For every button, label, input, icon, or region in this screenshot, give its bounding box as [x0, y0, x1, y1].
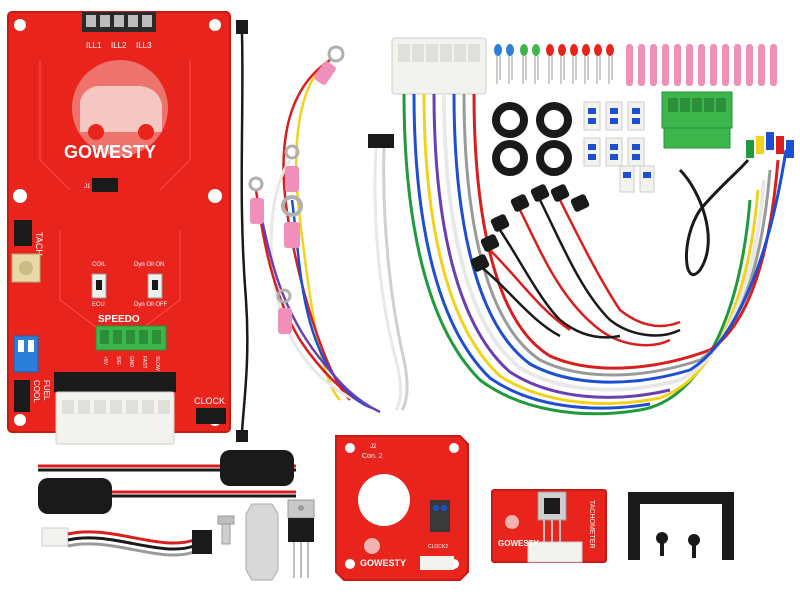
red-led [594, 44, 602, 84]
main-circuit-board: ILL1 ILL2 ILL3 GOWESTY J1 TACH COIL ECU … [7, 11, 231, 445]
blue-led [506, 44, 514, 84]
cool-fuel-connector [14, 380, 30, 412]
blue-jumper-block [13, 335, 39, 373]
speedo-pin-5v: +5V [102, 356, 108, 366]
mounting-hole [13, 189, 27, 203]
ring-terminal-mid [284, 144, 300, 192]
thin-black-jumper-wire [236, 20, 249, 442]
mounting-screw [217, 515, 235, 545]
clock-connector [196, 408, 226, 424]
clock-center-hole [358, 474, 410, 526]
clock-label: CLOCK [194, 396, 225, 406]
clock-j2-label: J2 [370, 444, 377, 450]
red-led [546, 44, 554, 84]
dyn-oil-off-label: Dyn Oil OFF [134, 302, 168, 308]
speedo-label: SPEEDO [98, 314, 140, 325]
mounting-hole [14, 414, 26, 426]
speedo-pin-fast: FAST [141, 356, 147, 369]
clock-con-label: Con. 2 [362, 453, 383, 460]
clock-brand-text: GOWESTY [360, 558, 406, 568]
speedo-pin-gnd: GND [128, 356, 134, 368]
dyn-oil-on-label: Dyn Oil ON [134, 262, 164, 268]
board-brand-text: GOWESTY [64, 142, 156, 162]
ring-terminal-top [314, 45, 345, 85]
ecu-label: ECU [92, 302, 105, 308]
hex-standoff [245, 503, 279, 581]
tach-connector [14, 220, 32, 246]
red-led [582, 44, 590, 84]
main-color-harness [391, 37, 788, 416]
tach-board-label: TACHOMETER [588, 500, 595, 548]
green-terminal-plug [661, 91, 733, 149]
red-led [570, 44, 578, 84]
ring-terminal-bottom [276, 288, 292, 334]
green-led [532, 44, 540, 84]
clock-sensor-chip [430, 500, 450, 532]
tachometer-circuit-board: GOWESTY TACHOMETER [491, 489, 607, 563]
ring-terminal-left [248, 176, 264, 224]
main-harness-connector [54, 372, 176, 445]
gowesty-logo [72, 60, 168, 156]
header-label-ill3: ILL3 [136, 41, 152, 50]
clock-board-connector [420, 556, 454, 570]
black-loop-wire [678, 159, 750, 277]
tach-brand-text: GOWESTY [498, 539, 540, 548]
clock-id-label: CLOCK2 [428, 544, 448, 550]
bulb-sockets [470, 184, 590, 272]
coil-label: COIL [92, 262, 107, 268]
ring-terminal-harness [254, 58, 381, 414]
illumination-terminal-block [82, 12, 156, 32]
bulb-socket-harness [479, 199, 681, 347]
red-led [606, 44, 614, 84]
fuel-label: FUEL [42, 380, 51, 401]
header-label-ill2: ILL2 [111, 41, 127, 50]
inline-weatherproof-connectors [38, 450, 296, 514]
cool-label: COOL [32, 380, 41, 403]
mounting-hole [208, 189, 222, 203]
ring-terminal-large [281, 195, 303, 248]
rubber-grommets [492, 102, 572, 176]
speedo-pin-sig: SIG [115, 356, 121, 365]
mounting-hole [209, 19, 221, 31]
black-screws [656, 532, 700, 558]
speedo-terminal-block [95, 325, 167, 351]
mounting-hole [14, 19, 26, 31]
led-set [494, 44, 614, 84]
wire-end-terminals [746, 132, 794, 158]
small-connector-harness [368, 134, 409, 411]
two-pin-jumper-cable [41, 527, 212, 557]
tach-label: TACH [34, 232, 44, 256]
black-mounting-bracket [628, 492, 734, 560]
blue-led [494, 44, 502, 84]
speedo-pin-slow: SLOW [154, 356, 160, 371]
voltage-regulator [287, 499, 315, 578]
green-led [520, 44, 528, 84]
tach-board-connector [527, 541, 583, 563]
red-led [558, 44, 566, 84]
clock-circuit-board: J2 Con. 2 CLOCK2 GOWESTY [335, 435, 469, 581]
header-label-ill1: ILL1 [86, 41, 102, 50]
j1-label: J1 [84, 184, 91, 190]
smd-led-bulbs [583, 101, 655, 193]
pink-butt-connectors [626, 44, 777, 86]
j1-header [92, 178, 118, 192]
